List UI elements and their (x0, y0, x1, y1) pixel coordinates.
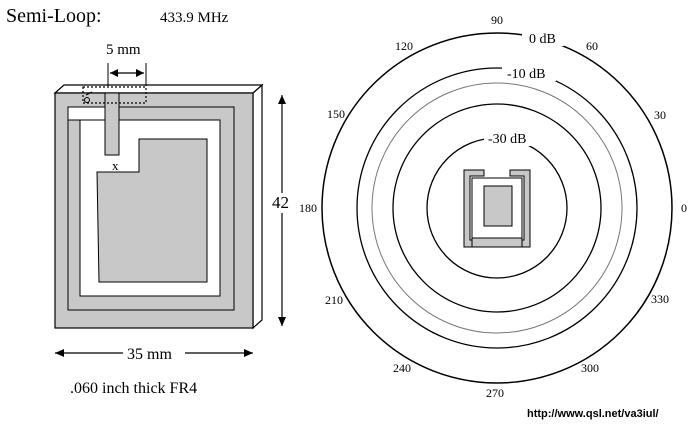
board-top-edge (53, 84, 264, 94)
db-label-10: -10 dB (507, 67, 546, 82)
polar-plot: 0 dB -10 dB -30 dB 90 60 30 0 330 300 27… (299, 13, 687, 400)
angle-label-90: 90 (491, 13, 503, 27)
angle-label-60: 60 (586, 39, 598, 53)
title: Semi-Loop: (6, 5, 102, 27)
polar-pattern-trace (371, 82, 623, 334)
source-url: http://www.qsl.net/va3iul/ (527, 408, 659, 420)
angle-label-300: 300 (581, 361, 599, 375)
board-side-edge (252, 83, 263, 330)
polar-ring-outer (321, 32, 673, 384)
db-label-0: 0 dB (529, 32, 556, 47)
height-dimension: 42 (270, 95, 294, 326)
component-icon (84, 97, 90, 103)
center-antenna-symbol (462, 167, 532, 248)
angle-label-180: 180 (299, 201, 317, 215)
antenna-board: x (53, 83, 264, 330)
polar-ring-3 (392, 103, 602, 313)
angle-label-120: 120 (395, 39, 413, 53)
gap-dimension-label: 5 mm (106, 42, 141, 58)
angle-label-330: 330 (651, 292, 669, 306)
frequency-label: 433.9 MHz (160, 10, 229, 26)
gap-dimension: 5 mm (106, 42, 147, 86)
feed-marker: x (112, 158, 119, 173)
feed-stub (104, 92, 120, 156)
angle-label-210: 210 (325, 293, 343, 307)
inner-patch (96, 138, 208, 283)
angle-label-0: 0 (681, 201, 687, 215)
angle-label-240: 240 (393, 361, 411, 375)
angle-label-30: 30 (654, 108, 666, 122)
angle-label-150: 150 (327, 107, 345, 121)
angle-label-270: 270 (486, 386, 504, 400)
board-caption: .060 inch thick FR4 (70, 380, 197, 397)
gap-highlight-box (82, 86, 147, 104)
height-dimension-label: 42 (272, 193, 289, 212)
width-dimension: 35 mm (55, 343, 253, 363)
db-label-30: -30 dB (488, 132, 527, 147)
polar-ring-2 (356, 67, 638, 349)
width-dimension-label: 35 mm (127, 346, 172, 363)
